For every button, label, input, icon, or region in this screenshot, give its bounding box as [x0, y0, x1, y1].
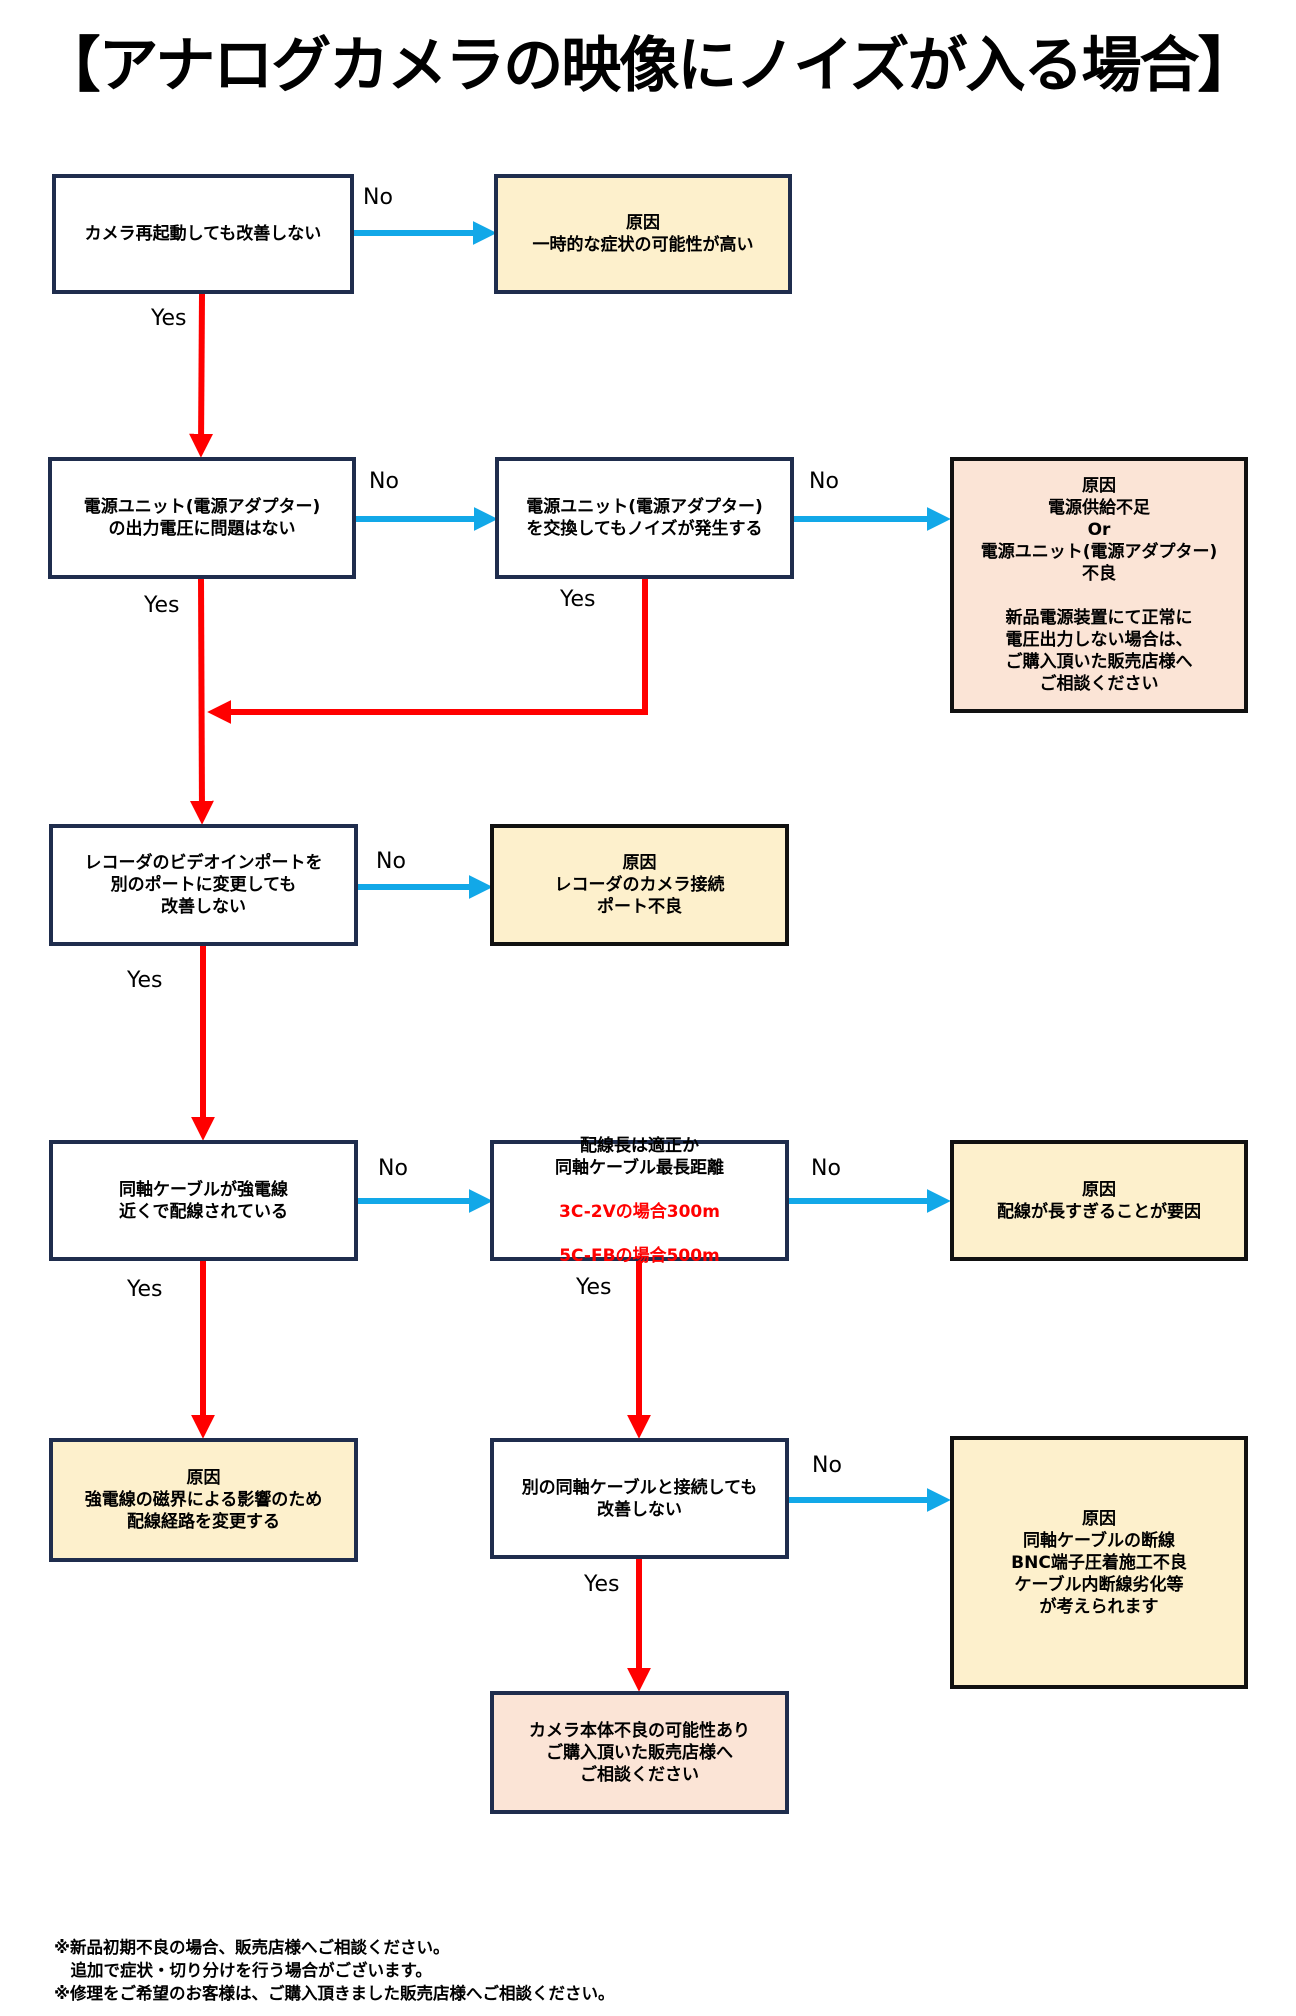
yes-label: Yes	[144, 593, 180, 618]
cause-recorder-port: 原因 レコーダのカメラ接続 ポート不良	[490, 824, 789, 946]
cause-power-supply: 原因 電源供給不足 Or 電源ユニット(電源アダプター) 不良 新品電源装置にて…	[950, 457, 1248, 713]
cable-3c2v-note: 3C-2Vの場合300m	[559, 1201, 720, 1222]
cause-text: 原因 一時的な症状の可能性が高い	[532, 213, 754, 255]
yes-label: Yes	[127, 1277, 163, 1302]
cable-5cfb-note: 5C-FBの場合500m	[559, 1245, 720, 1266]
cause-text: 原因 配線が長すぎることが要因	[997, 1179, 1201, 1222]
question-text: 別の同軸ケーブルと接続しても 改善しない	[521, 1477, 758, 1520]
no-label: No	[809, 469, 839, 494]
no-label: No	[363, 185, 393, 210]
yes-arrow-q1-q2	[189, 293, 214, 458]
cause-text: 原因 同軸ケーブルの断線 BNC端子圧着施工不良 ケーブル内断線劣化等 が考えら…	[1011, 1508, 1187, 1617]
question-camera-restart: カメラ再起動しても改善しない	[52, 174, 354, 294]
cause-magnetic-field: 原因 強電線の磁界による影響のため 配線経路を変更する	[49, 1438, 358, 1562]
cause-text: 原因 強電線の磁界による影響のため 配線経路を変更する	[84, 1468, 323, 1532]
question-text: レコーダのビデオインポートを 別のポートに変更しても 改善しない	[84, 853, 323, 917]
yes-arrow-q2-q4	[189, 578, 214, 825]
question-text: 電源ユニット(電源アダプター) を交換してもノイズが発生する	[526, 497, 763, 539]
question-power-output: 電源ユニット(電源アダプター) の出力電圧に問題はない	[48, 457, 356, 579]
cause-cable-break: 原因 同軸ケーブルの断線 BNC端子圧着施工不良 ケーブル内断線劣化等 が考えら…	[950, 1436, 1248, 1689]
footnote-initial-defect: ※新品初期不良の場合、販売店様へご相談ください。	[54, 1938, 450, 1957]
yes-label: Yes	[576, 1275, 612, 1300]
yes-label: Yes	[151, 306, 187, 331]
question-text: カメラ再起動しても改善しない	[84, 224, 322, 244]
no-label: No	[812, 1453, 842, 1478]
question-text: 同軸ケーブルが強電線 近くで配線されている	[119, 1179, 288, 1222]
yes-label: Yes	[560, 587, 596, 612]
question-power-replace: 電源ユニット(電源アダプター) を交換してもノイズが発生する	[495, 457, 794, 579]
cause-cable-too-long: 原因 配線が長すぎることが要因	[950, 1140, 1248, 1261]
question-recorder-port: レコーダのビデオインポートを 別のポートに変更しても 改善しない	[49, 824, 358, 946]
cause-text: 原因 電源供給不足 Or 電源ユニット(電源アダプター) 不良 新品電源装置にて…	[980, 476, 1218, 694]
yes-label: Yes	[127, 968, 163, 993]
question-other-cable: 別の同軸ケーブルと接続しても 改善しない	[490, 1438, 789, 1559]
no-label: No	[376, 849, 406, 874]
cause-camera-defect: カメラ本体不良の可能性あり ご購入頂いた販売店様へ ご相談ください	[490, 1691, 789, 1814]
no-label: No	[378, 1156, 408, 1181]
question-text: 配線長は適正か 同軸ケーブル最長距離	[555, 1135, 724, 1178]
cause-text: カメラ本体不良の可能性あり ご購入頂いた販売店様へ ご相談ください	[529, 1720, 750, 1785]
footnote-repair: ※修理をご希望のお客様は、ご購入頂きました販売店様へご相談ください。	[54, 1984, 615, 2003]
no-label: No	[369, 469, 399, 494]
cause-text: 原因 レコーダのカメラ接続 ポート不良	[554, 853, 725, 917]
question-power-line-proximity: 同軸ケーブルが強電線 近くで配線されている	[49, 1140, 358, 1261]
question-cable-length: 配線長は適正か 同軸ケーブル最長距離 3C-2Vの場合300m 5C-FBの場合…	[490, 1136, 789, 1266]
cause-temporary-symptom: 原因 一時的な症状の可能性が高い	[494, 174, 792, 294]
page-title: 【アナログカメラの映像にノイズが入る場合】	[40, 31, 1258, 101]
footnote-additional-check: 追加で症状・切り分けを行う場合がございます。	[54, 1961, 432, 1980]
no-label: No	[811, 1156, 841, 1181]
question-text: 電源ユニット(電源アダプター) の出力電圧に問題はない	[83, 497, 321, 539]
yes-label: Yes	[584, 1572, 620, 1597]
yes-arrow-q3-merge	[207, 579, 648, 724]
